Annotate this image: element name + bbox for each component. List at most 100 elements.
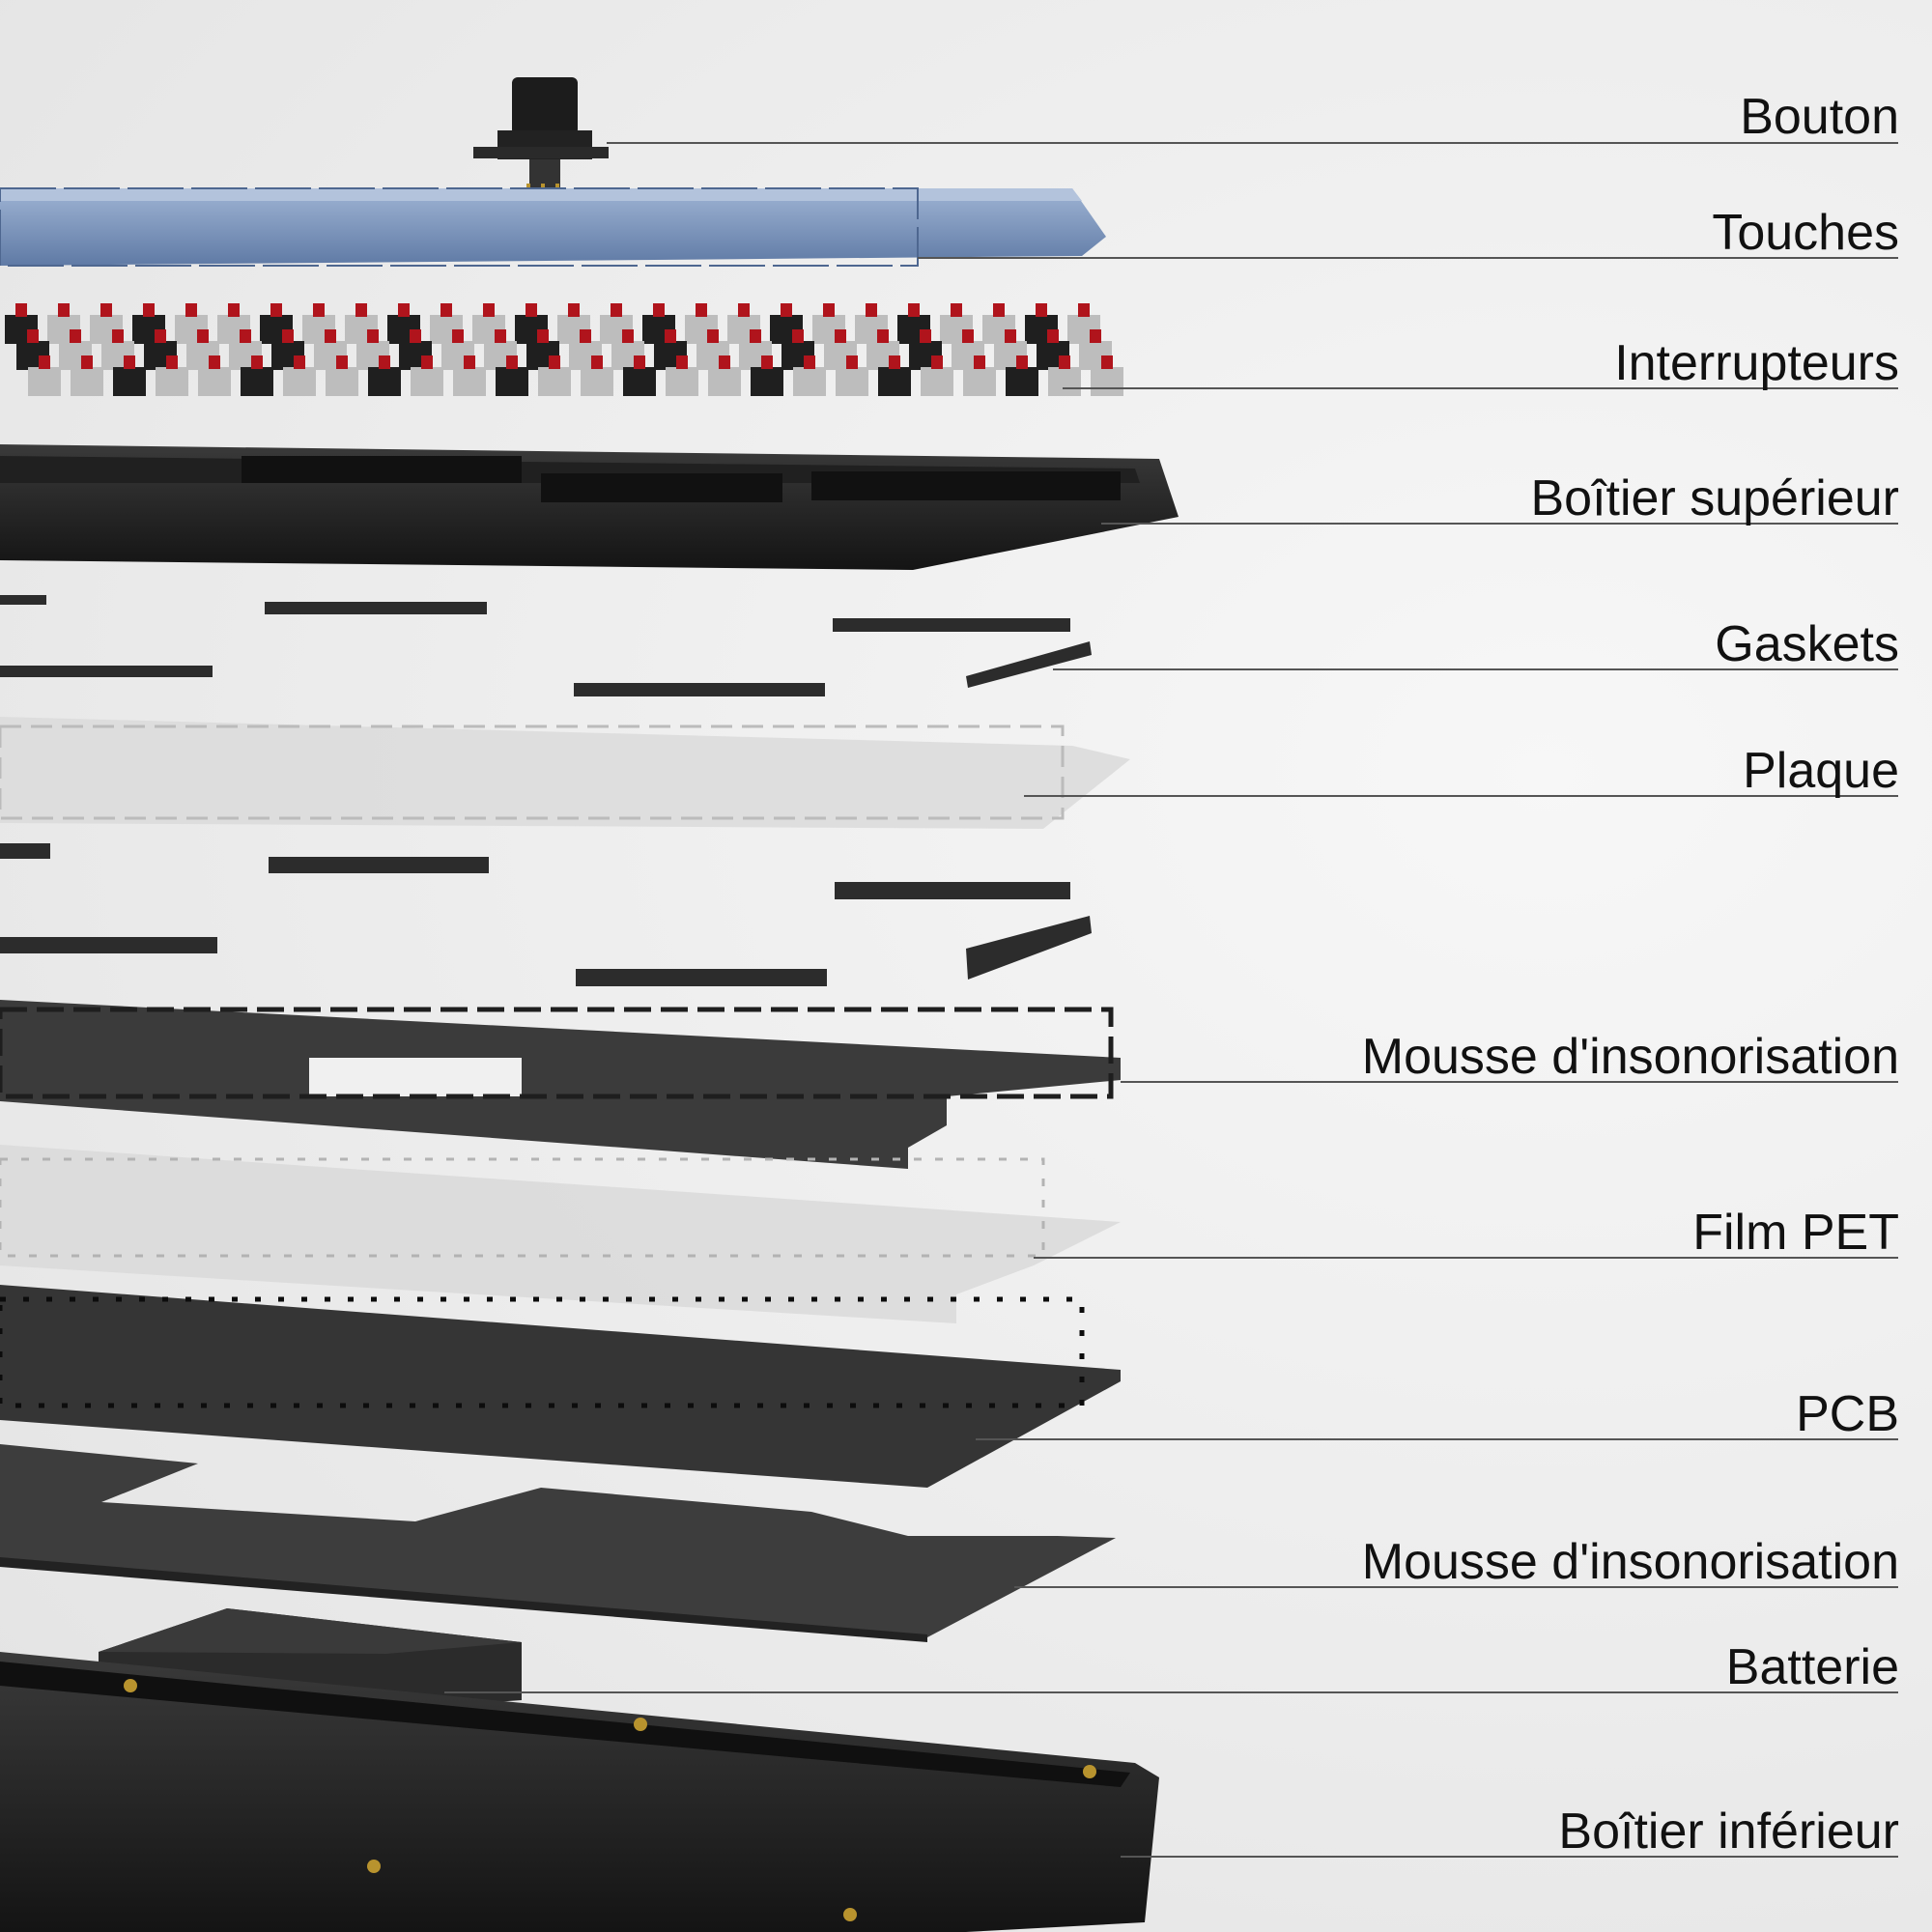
switch-body [241, 367, 273, 396]
switch-stem [993, 303, 1005, 317]
switch-body [751, 367, 783, 396]
switch-stem [240, 329, 251, 343]
switch-body [581, 367, 613, 396]
label-knob: Bouton [1740, 89, 1899, 145]
switch-stem [251, 355, 263, 369]
switch-stem [1047, 329, 1059, 343]
plate-part [0, 717, 1130, 829]
switch-stem [920, 329, 931, 343]
switch-stem [568, 303, 580, 317]
switch-stem [155, 329, 166, 343]
switch-stem [27, 329, 39, 343]
switch-stem [719, 355, 730, 369]
switch-body [156, 367, 188, 396]
switch-body [411, 367, 443, 396]
switch-stem [367, 329, 379, 343]
switch-body [283, 367, 316, 396]
switch-stem [100, 303, 112, 317]
switch-stem [166, 355, 178, 369]
switch-stem [15, 303, 27, 317]
switch-stem [440, 303, 452, 317]
switch-stem [866, 303, 877, 317]
switch-stem [1101, 355, 1113, 369]
switch-stem [908, 303, 920, 317]
switch-stem [634, 355, 645, 369]
switch-stem [58, 303, 70, 317]
label-keycaps: Touches [1712, 205, 1899, 261]
switch-body [453, 367, 486, 396]
switch-stem [889, 355, 900, 369]
switch-stem [580, 329, 591, 343]
switch-stem [792, 329, 804, 343]
switch-body [1006, 367, 1038, 396]
switch-body [368, 367, 401, 396]
switch-stem [738, 303, 750, 317]
switch-stem [39, 355, 50, 369]
switch-stem [197, 329, 209, 343]
label-pcb: PCB [1796, 1386, 1899, 1442]
switch-stem [750, 329, 761, 343]
switch-stem [124, 355, 135, 369]
switch-stem [781, 303, 792, 317]
switches-part [5, 303, 1123, 396]
switch-stem [804, 355, 815, 369]
switch-stem [483, 303, 495, 317]
switch-stem [1016, 355, 1028, 369]
switch-stem [1036, 303, 1047, 317]
switch-body [113, 367, 146, 396]
switch-stem [591, 355, 603, 369]
switch-stem [294, 355, 305, 369]
switch-stem [495, 329, 506, 343]
switch-stem [410, 329, 421, 343]
switch-stem [143, 303, 155, 317]
switch-stem [282, 329, 294, 343]
label-gaskets: Gaskets [1715, 616, 1899, 672]
switch-stem [526, 303, 537, 317]
label-bottom-case: Boîtier inférieur [1558, 1804, 1899, 1860]
switch-stem [398, 303, 410, 317]
gaskets-lower [0, 843, 1092, 986]
switch-stem [112, 329, 124, 343]
switch-stem [506, 355, 518, 369]
switch-body [198, 367, 231, 396]
switch-body [1091, 367, 1123, 396]
switch-stem [1059, 355, 1070, 369]
top-case-part [0, 444, 1179, 570]
switch-body [963, 367, 996, 396]
switch-body [326, 367, 358, 396]
switch-stem [823, 303, 835, 317]
switch-stem [185, 303, 197, 317]
switch-stem [464, 355, 475, 369]
gaskets-part [0, 595, 1092, 696]
switch-stem [846, 355, 858, 369]
label-sound-foam-2: Mousse d'insonorisation [1361, 1534, 1899, 1590]
switch-stem [81, 355, 93, 369]
bottom-case-part [0, 1652, 1159, 1932]
knob-part [473, 77, 609, 195]
switch-stem [877, 329, 889, 343]
pet-film-part [0, 1145, 1121, 1323]
switch-body [538, 367, 571, 396]
switch-stem [228, 303, 240, 317]
switch-stem [951, 303, 962, 317]
switch-stem [336, 355, 348, 369]
switch-stem [665, 329, 676, 343]
switch-body [496, 367, 528, 396]
switch-stem [835, 329, 846, 343]
switch-stem [653, 303, 665, 317]
label-top-case: Boîtier supérieur [1530, 470, 1899, 526]
switch-stem [962, 329, 974, 343]
switch-stem [209, 355, 220, 369]
switch-stem [931, 355, 943, 369]
switch-body [708, 367, 741, 396]
switch-stem [1090, 329, 1101, 343]
label-sound-foam-1: Mousse d'insonorisation [1361, 1029, 1899, 1085]
switch-stem [676, 355, 688, 369]
switch-body [1048, 367, 1081, 396]
switch-body [836, 367, 868, 396]
leader-lines [444, 142, 1898, 1858]
switch-body [28, 367, 61, 396]
sound-foam-1-part [0, 1000, 1121, 1169]
switch-stem [696, 303, 707, 317]
